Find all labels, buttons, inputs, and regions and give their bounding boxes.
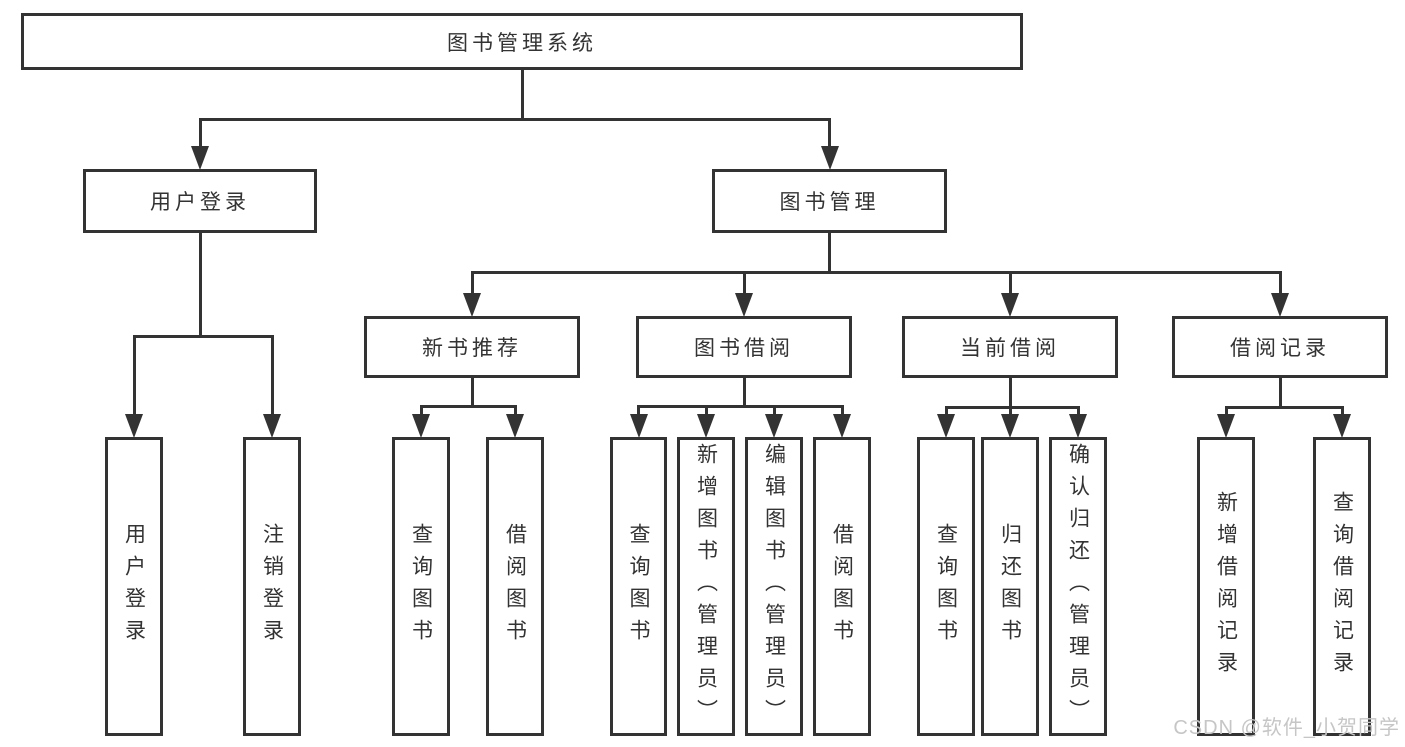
node-label-leaf-logout: 注销登录 — [260, 522, 284, 651]
node-leaf-nb-query: 查询图书 — [392, 437, 450, 736]
arrowhead-user-login — [191, 146, 209, 170]
connector-stem-book-mgmt — [828, 233, 831, 274]
watermark: CSDN @软件_小贺同学 — [1173, 717, 1400, 739]
node-label-leaf-bb-borrow: 借阅图书 — [830, 522, 854, 651]
node-label-leaf-cb-confirm: 确认归还（管理员） — [1066, 442, 1090, 731]
node-label-leaf-bb-edit: 编辑图书（管理员） — [762, 442, 786, 731]
node-leaf-bb-add: 新增图书（管理员） — [677, 437, 735, 736]
connector-bar-user-login — [132, 334, 274, 338]
arrowhead-leaf-br-query — [1333, 414, 1351, 438]
node-leaf-logout: 注销登录 — [243, 437, 301, 736]
arrowhead-new-book-rec — [463, 293, 481, 317]
connector-stem-book-borrow — [742, 378, 746, 408]
connector-drop-leaf-bb-query — [637, 406, 640, 419]
connector-drop-leaf-cb-return — [1008, 407, 1012, 419]
node-label-leaf-br-add: 新增借阅记录 — [1214, 490, 1238, 683]
connector-drop-leaf-user-login — [132, 336, 136, 419]
node-root: 图书管理系统 — [21, 13, 1023, 70]
arrowhead-leaf-bb-edit — [765, 414, 783, 438]
node-label-root: 图书管理系统 — [447, 31, 597, 55]
connector-drop-leaf-bb-borrow — [840, 406, 844, 419]
connector-drop-leaf-nb-query — [419, 406, 423, 419]
node-label-user-login: 用户登录 — [150, 191, 250, 214]
connector-bar-borrow-records — [1224, 405, 1344, 409]
connector-stem-root — [520, 70, 524, 121]
node-user-login: 用户登录 — [83, 169, 317, 233]
node-label-book-borrow: 图书借阅 — [694, 337, 794, 360]
node-leaf-nb-borrow: 借阅图书 — [486, 437, 544, 736]
arrowhead-leaf-user-login — [125, 414, 143, 438]
connector-bar-current-borrow — [944, 405, 1080, 409]
node-label-new-book-rec: 新书推荐 — [422, 337, 522, 360]
node-leaf-cb-return: 归还图书 — [981, 437, 1039, 736]
connector-bar-new-book-rec — [419, 404, 517, 408]
arrowhead-leaf-cb-return — [1001, 414, 1019, 438]
connector-bar-root — [198, 117, 831, 121]
node-leaf-br-add: 新增借阅记录 — [1197, 437, 1255, 736]
connector-drop-leaf-br-query — [1340, 407, 1344, 419]
arrowhead-leaf-bb-query — [629, 414, 648, 438]
node-label-leaf-cb-query: 查询图书 — [934, 522, 958, 651]
node-leaf-user-login: 用户登录 — [105, 437, 163, 736]
node-leaf-bb-query: 查询图书 — [610, 437, 667, 736]
node-label-leaf-bb-add: 新增图书（管理员） — [694, 442, 718, 731]
node-label-leaf-br-query: 查询借阅记录 — [1330, 490, 1354, 683]
node-label-leaf-nb-borrow: 借阅图书 — [503, 522, 527, 651]
connector-drop-leaf-logout — [270, 336, 274, 419]
arrowhead-book-borrow — [735, 293, 753, 317]
arrowhead-leaf-nb-borrow — [506, 414, 524, 438]
connector-drop-borrow-records — [1278, 272, 1282, 298]
connector-stem-borrow-records — [1278, 378, 1282, 409]
arrowhead-borrow-records — [1271, 293, 1289, 317]
node-label-book-mgmt: 图书管理 — [779, 191, 880, 214]
arrowhead-leaf-cb-confirm — [1069, 414, 1087, 438]
connector-drop-leaf-cb-query — [944, 407, 948, 419]
connector-bar-book-mgmt — [470, 270, 1282, 274]
connector-drop-leaf-cb-confirm — [1076, 407, 1080, 419]
arrowhead-leaf-nb-query — [412, 414, 430, 438]
node-leaf-br-query: 查询借阅记录 — [1313, 437, 1371, 736]
connector-drop-user-login — [198, 119, 202, 151]
node-leaf-cb-query: 查询图书 — [917, 437, 975, 736]
node-book-borrow: 图书借阅 — [636, 316, 852, 378]
connector-stem-new-book-rec — [470, 378, 474, 408]
arrowhead-leaf-bb-borrow — [833, 414, 851, 438]
node-label-current-borrow: 当前借阅 — [960, 337, 1060, 360]
arrowhead-leaf-logout — [263, 414, 281, 438]
node-label-leaf-nb-query: 查询图书 — [409, 522, 433, 651]
node-book-mgmt: 图书管理 — [712, 169, 947, 233]
connector-bar-book-borrow — [637, 404, 844, 408]
connector-drop-leaf-br-add — [1224, 407, 1228, 419]
arrowhead-current-borrow — [1001, 293, 1019, 317]
arrowhead-book-mgmt — [820, 146, 839, 170]
connector-drop-book-mgmt — [828, 119, 831, 151]
node-new-book-rec: 新书推荐 — [364, 316, 580, 378]
arrowhead-leaf-cb-query — [937, 414, 955, 438]
connector-drop-leaf-bb-edit — [772, 406, 776, 419]
node-label-leaf-user-login: 用户登录 — [122, 522, 146, 651]
arrowhead-leaf-br-add — [1217, 414, 1235, 438]
connector-stem-user-login — [198, 233, 202, 338]
connector-drop-book-borrow — [742, 272, 746, 298]
node-borrow-records: 借阅记录 — [1172, 316, 1388, 378]
connector-drop-leaf-nb-borrow — [513, 406, 517, 419]
node-label-leaf-bb-query: 查询图书 — [627, 522, 650, 651]
node-label-borrow-records: 借阅记录 — [1230, 337, 1330, 360]
connector-stem-current-borrow — [1008, 378, 1012, 409]
arrowhead-leaf-bb-add — [697, 414, 715, 438]
node-leaf-bb-edit: 编辑图书（管理员） — [745, 437, 803, 736]
connector-drop-leaf-bb-add — [704, 406, 708, 419]
node-label-leaf-cb-return: 归还图书 — [998, 522, 1022, 651]
connector-drop-current-borrow — [1008, 272, 1012, 298]
connector-drop-new-book-rec — [470, 272, 474, 298]
node-current-borrow: 当前借阅 — [902, 316, 1118, 378]
node-leaf-cb-confirm: 确认归还（管理员） — [1049, 437, 1107, 736]
node-leaf-bb-borrow: 借阅图书 — [813, 437, 871, 736]
